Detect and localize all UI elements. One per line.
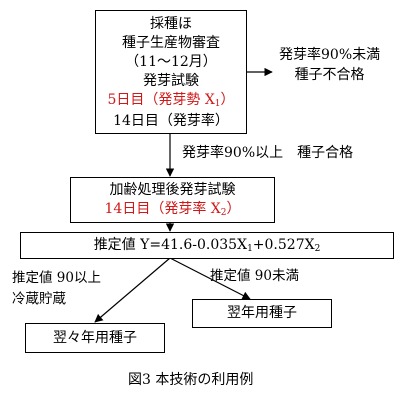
branch-left-label: 推定値 90以上 冷蔵貯蔵 [12,270,101,307]
aging-test-label: 加齢処理後発芽試験 [109,182,236,198]
branch-right-label: 推定値 90未満 [210,268,299,284]
day14-rate-x2-label: 14日目（発芽率 X2） [104,201,241,218]
reject-label: 発芽率90%未満 種子不合格 [279,47,381,83]
seed-field-label: 採種ほ [150,16,192,32]
aging-test-box: 加齢処理後発芽試験 14日目（発芽率 X2） [70,177,275,223]
next-year-seed-box: 翌年用種子 [192,299,332,328]
pass-label: 発芽率90%以上 種子合格 [182,145,354,161]
inspection-period-label: （11～12月） [125,54,217,70]
figure-caption: 図3 本技術の利用例 [128,372,254,388]
seed-production-box: 採種ほ 種子生産物審査 （11～12月） 発芽試験 5日目（発芽勢 X1） 14… [95,10,247,134]
arrow-to-next-next-year [94,257,171,323]
arrow-to-next-year [169,257,251,300]
estimate-formula-box: 推定値 Y=41.6-0.035X1+0.527X2 [20,232,394,259]
day14-rate-label: 14日目（発芽率） [113,113,229,129]
next-next-year-seed-box: 翌々年用種子 [25,323,165,353]
day5-vigor-label: 5日目（発芽勢 X1） [107,92,235,109]
estimate-formula: 推定値 Y=41.6-0.035X1+0.527X2 [93,237,321,254]
seed-inspection-label: 種子生産物審査 [122,35,220,51]
germination-test-label: 発芽試験 [143,73,199,89]
